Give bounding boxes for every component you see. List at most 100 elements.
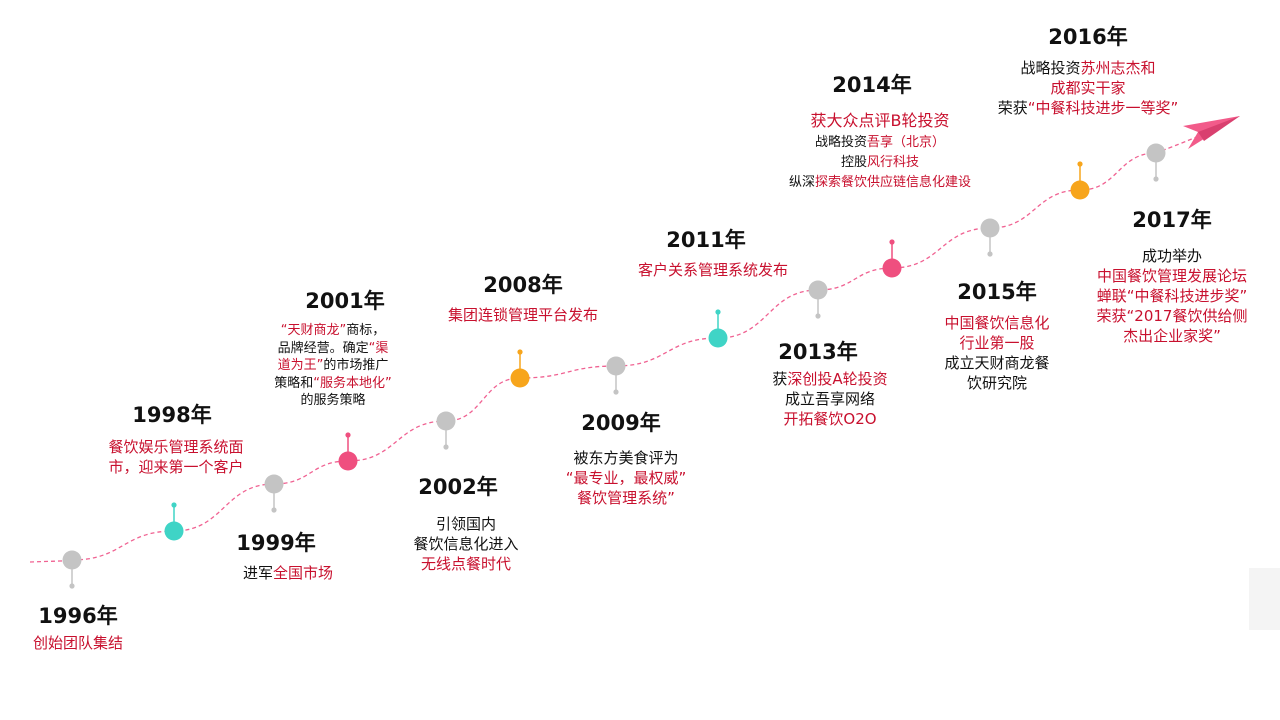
edge-strip [1249, 568, 1280, 630]
highlight-text: 成都实干家 [1050, 79, 1126, 97]
description-line: 控股风行科技 [789, 153, 971, 173]
milestone-description: 餐饮娱乐管理系统面市，迎来第一个客户 [108, 437, 243, 477]
description-line: 成立天财商龙餐 [944, 353, 1049, 373]
highlight-text: 行业第一股 [959, 334, 1035, 352]
stem-dot [171, 502, 177, 508]
plain-text: 饮研究院 [966, 374, 1028, 392]
highlight-text: “服务本地化” [313, 375, 392, 391]
plain-text: 策略和 [274, 375, 314, 391]
stem-dot [69, 583, 75, 589]
milestone-node [1070, 180, 1090, 200]
milestone-description: 中国餐饮信息化行业第一股成立天财商龙餐饮研究院 [944, 313, 1049, 393]
highlight-text: 中国餐饮管理发展论坛 [1096, 267, 1248, 285]
milestone-year: 2015年 [957, 280, 1037, 304]
description-line: 策略和“服务本地化” [274, 375, 392, 393]
milestone-year: 2011年 [666, 228, 746, 252]
highlight-text: 荣获“2017餐饮供给侧 [1096, 307, 1248, 325]
milestone-node [708, 328, 728, 348]
description-line: 中国餐饮信息化 [944, 313, 1049, 333]
highlight-text: 道为王” [277, 358, 324, 373]
plain-text: 获 [772, 370, 788, 388]
description-line: 开拓餐饮O2O [772, 409, 887, 429]
milestone-year: 1996年 [38, 604, 118, 628]
plain-text: 战略投资 [1020, 59, 1081, 77]
description-line: 道为王”的市场推广 [274, 357, 392, 375]
highlight-text: 全国市场 [273, 564, 334, 582]
description-line: 市，迎来第一个客户 [108, 457, 243, 477]
description-line: 获大众点评B轮投资 [789, 111, 971, 131]
description-line: 创始团队集结 [33, 633, 123, 653]
milestone-description: 获大众点评B轮投资战略投资吾享（北京）控股风行科技纵深探索餐饮供应链信息化建设 [789, 111, 971, 193]
highlight-text: “天财商龙” [280, 323, 347, 338]
highlight-text: 无线点餐时代 [420, 555, 512, 573]
plain-text: 商标， [346, 323, 386, 338]
highlight-text: 探索餐饮供应链信息化建设 [815, 175, 972, 190]
plain-text: 纵深 [788, 175, 815, 190]
description-line: 纵深探索餐饮供应链信息化建设 [789, 173, 971, 193]
description-line: 成功举办 [1097, 246, 1248, 266]
highlight-text: 集团连锁管理平台发布 [447, 306, 599, 324]
highlight-text: 吾享（北京） [867, 135, 946, 150]
plain-text: 的服务策略 [300, 393, 366, 408]
milestone-node [62, 550, 82, 570]
stem-dot [517, 349, 523, 355]
milestone-node [1146, 143, 1166, 163]
milestone-year: 2009年 [581, 411, 661, 435]
description-line: “天财商龙”商标， [274, 322, 392, 340]
milestone-node [164, 521, 184, 541]
milestone-description: 被东方美食评为 “最专业，最权威” 餐饮管理系统” [566, 448, 687, 508]
highlight-text: “中餐科技进步一等奖” [1027, 99, 1179, 117]
stem-dot [889, 239, 895, 245]
plain-text: 被东方美食评为 [573, 449, 679, 467]
description-line: 荣获“2017餐饮供给侧 [1097, 306, 1248, 326]
milestone-year: 1999年 [236, 531, 316, 555]
milestone-year: 2017年 [1132, 208, 1212, 232]
stem-dot [345, 432, 351, 438]
plain-text: 引领国内 [435, 515, 497, 533]
description-line: 战略投资吾享（北京） [789, 133, 971, 153]
description-line: 饮研究院 [944, 373, 1049, 393]
highlight-text: 杰出企业家奖” [1123, 327, 1221, 345]
milestone-node [882, 258, 902, 278]
plain-text: 品牌经营。确定 [277, 340, 369, 356]
description-line: 的服务策略 [274, 392, 392, 410]
milestone-description: 获深创投A轮投资成立吾享网络开拓餐饮O2O [772, 369, 887, 429]
milestone-year: 2016年 [1048, 25, 1128, 49]
stem-dot [815, 313, 821, 319]
milestone-description: 创始团队集结 [33, 633, 123, 653]
milestone-year: 2014年 [832, 73, 912, 97]
milestone-node [808, 280, 828, 300]
highlight-text: 获大众点评B轮投资 [810, 111, 950, 130]
description-line: 中国餐饮管理发展论坛 [1097, 266, 1248, 286]
plain-text: 控股 [840, 155, 867, 170]
milestone-node [264, 474, 284, 494]
milestone-node [980, 218, 1000, 238]
milestone-year: 2001年 [305, 289, 385, 313]
highlight-text: 市，迎来第一个客户 [108, 458, 244, 476]
description-line: 无线点餐时代 [413, 554, 518, 574]
description-line: 集团连锁管理平台发布 [448, 305, 598, 325]
stem-dot [1153, 176, 1159, 182]
stem-dot [271, 507, 277, 513]
arrow-fold [1198, 116, 1240, 141]
description-line: 客户关系管理系统发布 [638, 260, 788, 280]
milestone-node [606, 356, 626, 376]
description-line: 品牌经营。确定“渠 [274, 340, 392, 358]
description-line: 荣获“中餐科技进步一等奖” [998, 98, 1179, 118]
highlight-text: 开拓餐饮O2O [783, 410, 877, 428]
milestone-description: 进军全国市场 [243, 563, 333, 583]
highlight-text: “渠 [368, 340, 389, 356]
milestone-node [510, 368, 530, 388]
description-line: 行业第一股 [944, 333, 1049, 353]
highlight-text: 客户关系管理系统发布 [637, 261, 789, 279]
plain-text: 的市场推广 [323, 358, 389, 373]
description-line: 餐饮信息化进入 [413, 534, 518, 554]
highlight-text: 餐饮管理系统” [577, 489, 675, 507]
milestone-description: 集团连锁管理平台发布 [448, 305, 598, 325]
highlight-text: “最专业，最权威” [565, 469, 687, 487]
highlight-text: 风行科技 [867, 155, 920, 170]
description-line: 餐饮娱乐管理系统面 [108, 437, 243, 457]
milestone-description: 客户关系管理系统发布 [638, 260, 788, 280]
stem-dot [987, 251, 993, 257]
milestone-year: 2013年 [778, 340, 858, 364]
